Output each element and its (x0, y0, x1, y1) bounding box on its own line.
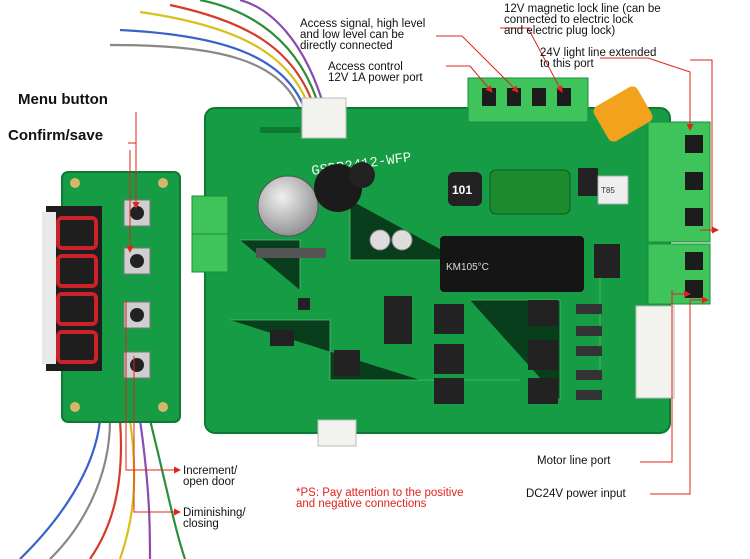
components: 101 T85 KM105°C (256, 86, 653, 404)
display-board (42, 171, 181, 423)
light-line-label: 24V light line extended to this port (540, 47, 657, 70)
wire-bundle-bottom (19, 419, 187, 559)
diminishing-label: Diminishing/ closing (183, 507, 246, 530)
chip-101-text: 101 (452, 183, 472, 197)
push-buttons (123, 199, 151, 379)
terminal-blocks (191, 77, 711, 447)
magnetic-lock-label: 12V magnetic lock line (can be connected… (504, 3, 661, 37)
seven-segment-display (56, 216, 98, 364)
increment-label: Increment/ open door (183, 465, 238, 488)
wire-bundle-top (109, 0, 327, 111)
access-control-label: Access control 12V 1A power port (328, 61, 423, 84)
ps-note: *PS: Pay attention to the positive and n… (296, 487, 464, 510)
motor-line-label: Motor line port (537, 455, 611, 467)
access-signal-label: Access signal, high level and low level … (300, 18, 426, 52)
confirm-save-label: Confirm/save (8, 127, 104, 144)
menu-button-label: Menu button (18, 91, 108, 108)
relay-text: T85 (601, 186, 615, 195)
capacitor-text: KM105°C (446, 262, 489, 273)
power-input-label: DC24V power input (526, 488, 626, 500)
leader-lines (125, 27, 719, 516)
